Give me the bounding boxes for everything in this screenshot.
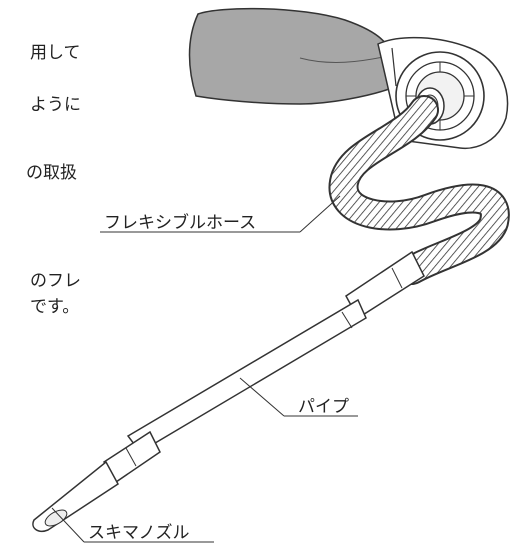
dust-bag xyxy=(188,7,393,105)
nozzle-leader-line xyxy=(51,507,85,543)
text-fragment-4: のフレ xyxy=(30,271,81,291)
label-flexible-hose: フレキシブルホース xyxy=(104,213,257,233)
clipped-body-text: 用して ように の取扱 のフレ です。 xyxy=(0,0,81,340)
text-fragment-3: の取扱 xyxy=(26,163,77,183)
pipe-assembly xyxy=(102,250,425,484)
text-fragment-2: ように xyxy=(30,95,81,115)
text-fragment-5: です。 xyxy=(30,297,80,317)
text-fragment-1: 用して xyxy=(30,43,81,63)
label-pipe: パイプ xyxy=(298,397,349,417)
pipe-leader-line xyxy=(239,377,285,417)
label-crevice-nozzle: スキマノズル xyxy=(88,523,190,543)
